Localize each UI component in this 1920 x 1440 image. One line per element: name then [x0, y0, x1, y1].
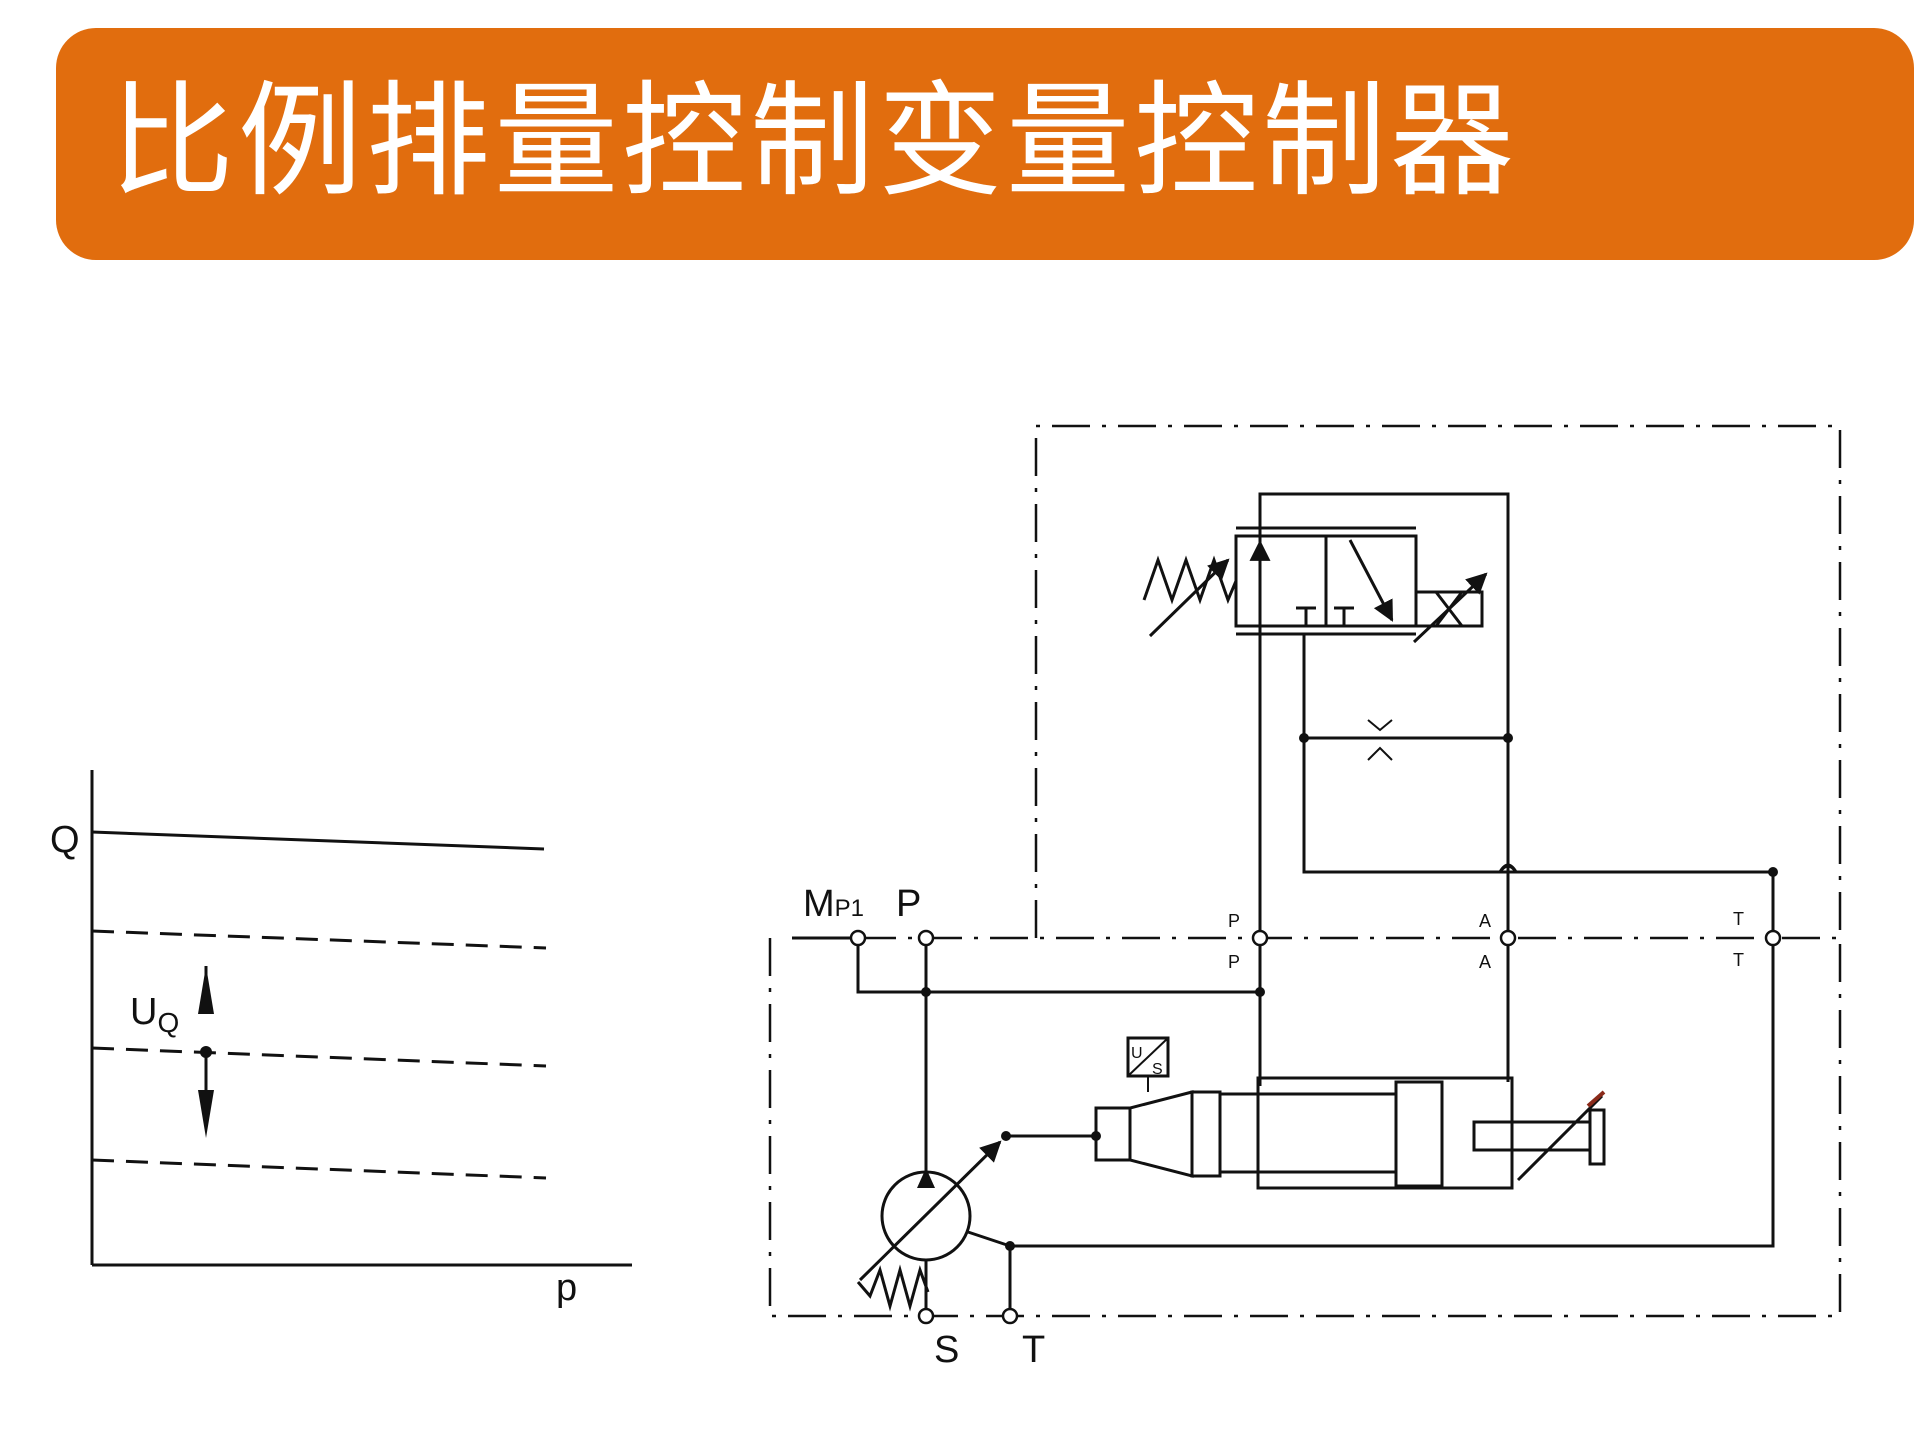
solenoid-proportional-arrow: [1412, 572, 1488, 644]
label-t-lower: T: [1733, 950, 1744, 970]
valve-spring-icon: [1142, 555, 1238, 605]
characteristic-graph: Q p UQ: [50, 770, 632, 1309]
pump-spring-icon: [856, 1264, 930, 1312]
orifice-icon: [1367, 719, 1393, 761]
pump-variable-arrow: [858, 1140, 1002, 1282]
signal-origin-dot: [200, 1046, 212, 1058]
cylinder-tapered-end: [1128, 1090, 1194, 1178]
sensor-label-s: S: [1152, 1061, 1163, 1078]
graph-y-label: Q: [50, 819, 80, 861]
port-a-junction: [1499, 929, 1517, 947]
port-p-junction: [1251, 929, 1269, 947]
port-s: [917, 1307, 935, 1325]
page-title: 比例排量控制变量控制器: [110, 70, 1519, 214]
cylinder-piston: [1394, 1080, 1444, 1188]
valve-flow-arrow-2: [1348, 539, 1394, 622]
control-cylinder: U S: [1094, 1036, 1606, 1190]
label-a-upper: A: [1479, 911, 1491, 931]
signal-label: UQ: [130, 991, 179, 1038]
label-p-lower: P: [1228, 952, 1240, 972]
signal-arrowhead-down: [198, 1090, 214, 1138]
proportional-valve: [1142, 526, 1488, 644]
gauge-line: [856, 945, 1260, 994]
spring-adjust-arrow: [1148, 558, 1230, 638]
label-p: P: [896, 883, 921, 925]
cylinder-body: [1256, 1076, 1514, 1190]
label-s: S: [934, 1329, 959, 1371]
cylinder-sensor-collar: [1190, 1090, 1222, 1178]
cylinder-stop: [1588, 1108, 1606, 1166]
graph-max-flow-line: [91, 830, 545, 851]
hydraulic-circuit: P P A A T T MP1 P: [768, 424, 1842, 1371]
tank-return-line: [1302, 634, 1773, 874]
port-t: [1001, 1307, 1019, 1325]
valve-boundary-box: [1034, 424, 1842, 938]
port-t-junction: [1764, 929, 1782, 947]
title-banner: 比例排量控制变量控制器: [56, 28, 1914, 260]
graph-flow-line-2: [91, 1046, 547, 1068]
port-mp1: [849, 929, 867, 947]
valve-blocked-ports: [1296, 606, 1354, 626]
sensor-label-u: U: [1131, 1045, 1143, 1062]
label-mp1: MP1: [803, 883, 864, 925]
case-drain-line: [1008, 945, 1775, 1309]
signal-arrowhead-up: [198, 966, 214, 1014]
graph-flow-line-1: [91, 929, 547, 950]
label-a-lower: A: [1479, 952, 1491, 972]
port-p: [917, 929, 935, 947]
label-t: T: [1022, 1329, 1045, 1371]
pump-outlet-triangle: [917, 1168, 935, 1188]
variable-pump: [856, 1131, 1101, 1312]
stop-adjust-line: [1516, 1094, 1604, 1182]
graph-flow-line-3: [91, 1158, 547, 1180]
label-p-upper: P: [1228, 911, 1240, 931]
label-t-upper: T: [1733, 909, 1744, 929]
graph-x-label: p: [556, 1267, 577, 1309]
pump-boundary-box: [768, 938, 1842, 1318]
valve-solenoid: [1414, 590, 1484, 628]
line-crossover-hop: [1498, 863, 1518, 873]
valve-feedback-lines: [1258, 492, 1510, 938]
